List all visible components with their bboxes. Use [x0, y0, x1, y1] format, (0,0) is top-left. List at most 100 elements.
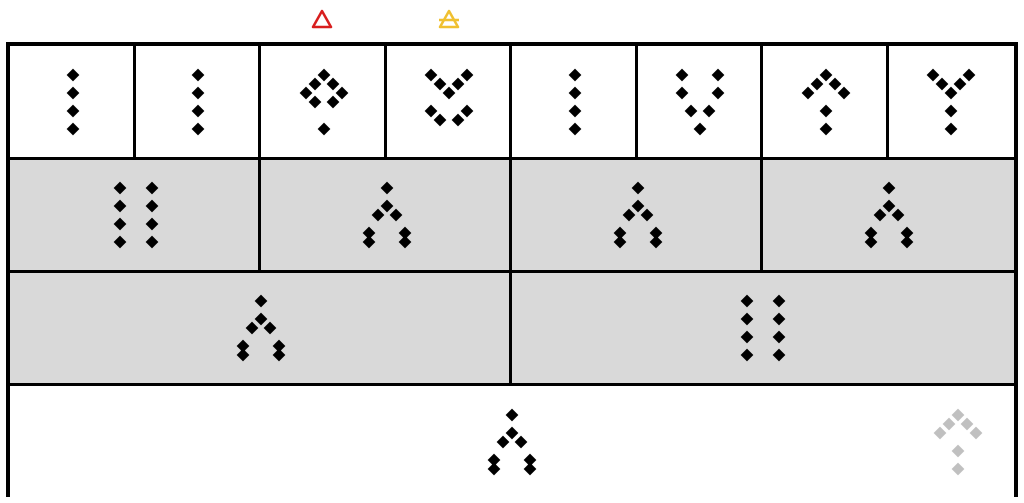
dot — [568, 122, 582, 135]
dot — [649, 235, 662, 249]
dot — [487, 462, 501, 476]
dot — [145, 199, 158, 213]
dot — [740, 348, 754, 362]
dot — [740, 330, 754, 344]
dot — [873, 208, 886, 222]
dot — [317, 68, 331, 81]
dot — [819, 68, 833, 81]
row-divider — [10, 270, 1014, 273]
dot — [326, 95, 340, 108]
dot — [711, 86, 725, 99]
dot — [864, 235, 877, 249]
dot — [944, 104, 958, 117]
dot — [882, 199, 895, 213]
dot — [675, 68, 689, 81]
dot — [145, 181, 158, 195]
dot — [740, 312, 754, 326]
dot — [944, 86, 958, 99]
top-marker-bar — [0, 0, 1024, 42]
dot — [424, 104, 438, 117]
dot — [362, 235, 375, 249]
dot — [772, 348, 786, 362]
dot — [828, 77, 842, 90]
dot — [191, 104, 205, 117]
dot — [113, 199, 126, 213]
dot — [772, 330, 786, 344]
dot — [308, 77, 322, 90]
dot — [433, 77, 447, 90]
dot — [622, 208, 635, 222]
pattern-cell — [763, 160, 1014, 270]
dot — [245, 321, 259, 335]
dot — [424, 68, 438, 81]
dot — [631, 181, 644, 195]
pattern-cell — [888, 46, 1014, 157]
dot — [693, 122, 707, 135]
dot — [380, 181, 393, 195]
dot — [442, 86, 456, 99]
dot — [900, 235, 913, 249]
dot — [514, 435, 528, 449]
dot — [675, 86, 689, 99]
dot — [926, 68, 940, 81]
dot — [568, 68, 582, 81]
dot — [882, 181, 895, 195]
dot — [389, 208, 402, 222]
pattern-cell — [512, 46, 638, 157]
dot — [254, 294, 268, 308]
dot — [236, 348, 250, 362]
dot — [772, 294, 786, 308]
dot — [631, 199, 644, 213]
dot — [263, 321, 277, 335]
dot — [113, 235, 126, 249]
dot — [66, 122, 80, 135]
pattern-cell — [261, 160, 512, 270]
dot — [684, 104, 698, 117]
dot — [837, 86, 851, 99]
dot — [191, 122, 205, 135]
dot — [326, 77, 340, 90]
dot — [451, 113, 465, 126]
dot — [113, 181, 126, 195]
dot — [145, 235, 158, 249]
dot — [935, 77, 949, 90]
dot — [891, 208, 904, 222]
dot — [801, 86, 815, 99]
dot — [819, 104, 833, 117]
dot — [944, 122, 958, 135]
dot — [299, 86, 313, 99]
pattern-cell — [763, 46, 889, 157]
dot — [613, 235, 626, 249]
dot — [335, 86, 349, 99]
dot — [433, 113, 447, 126]
pattern-cell — [10, 386, 1014, 498]
dot — [254, 312, 268, 326]
dot — [523, 462, 537, 476]
dot — [505, 426, 519, 440]
dot — [191, 68, 205, 81]
dot — [380, 199, 393, 213]
dot — [953, 77, 967, 90]
dot — [640, 208, 653, 222]
dot — [66, 86, 80, 99]
pattern-cell — [135, 46, 261, 157]
dot — [568, 104, 582, 117]
dot — [317, 122, 331, 135]
dot — [568, 86, 582, 99]
pattern-row — [10, 46, 1014, 157]
dot — [740, 294, 754, 308]
pattern-cell — [261, 46, 387, 157]
dot — [702, 104, 716, 117]
pattern-cell — [10, 273, 512, 383]
dot — [145, 217, 158, 231]
pattern-cell — [512, 160, 763, 270]
dot — [460, 104, 474, 117]
dot — [505, 408, 519, 422]
yellow-crossed-triangle-icon — [437, 8, 461, 30]
dot — [819, 122, 833, 135]
dot-pattern-board — [6, 42, 1018, 498]
dot — [810, 77, 824, 90]
pattern-row — [10, 160, 1014, 270]
dot — [496, 435, 510, 449]
dot — [962, 68, 976, 81]
